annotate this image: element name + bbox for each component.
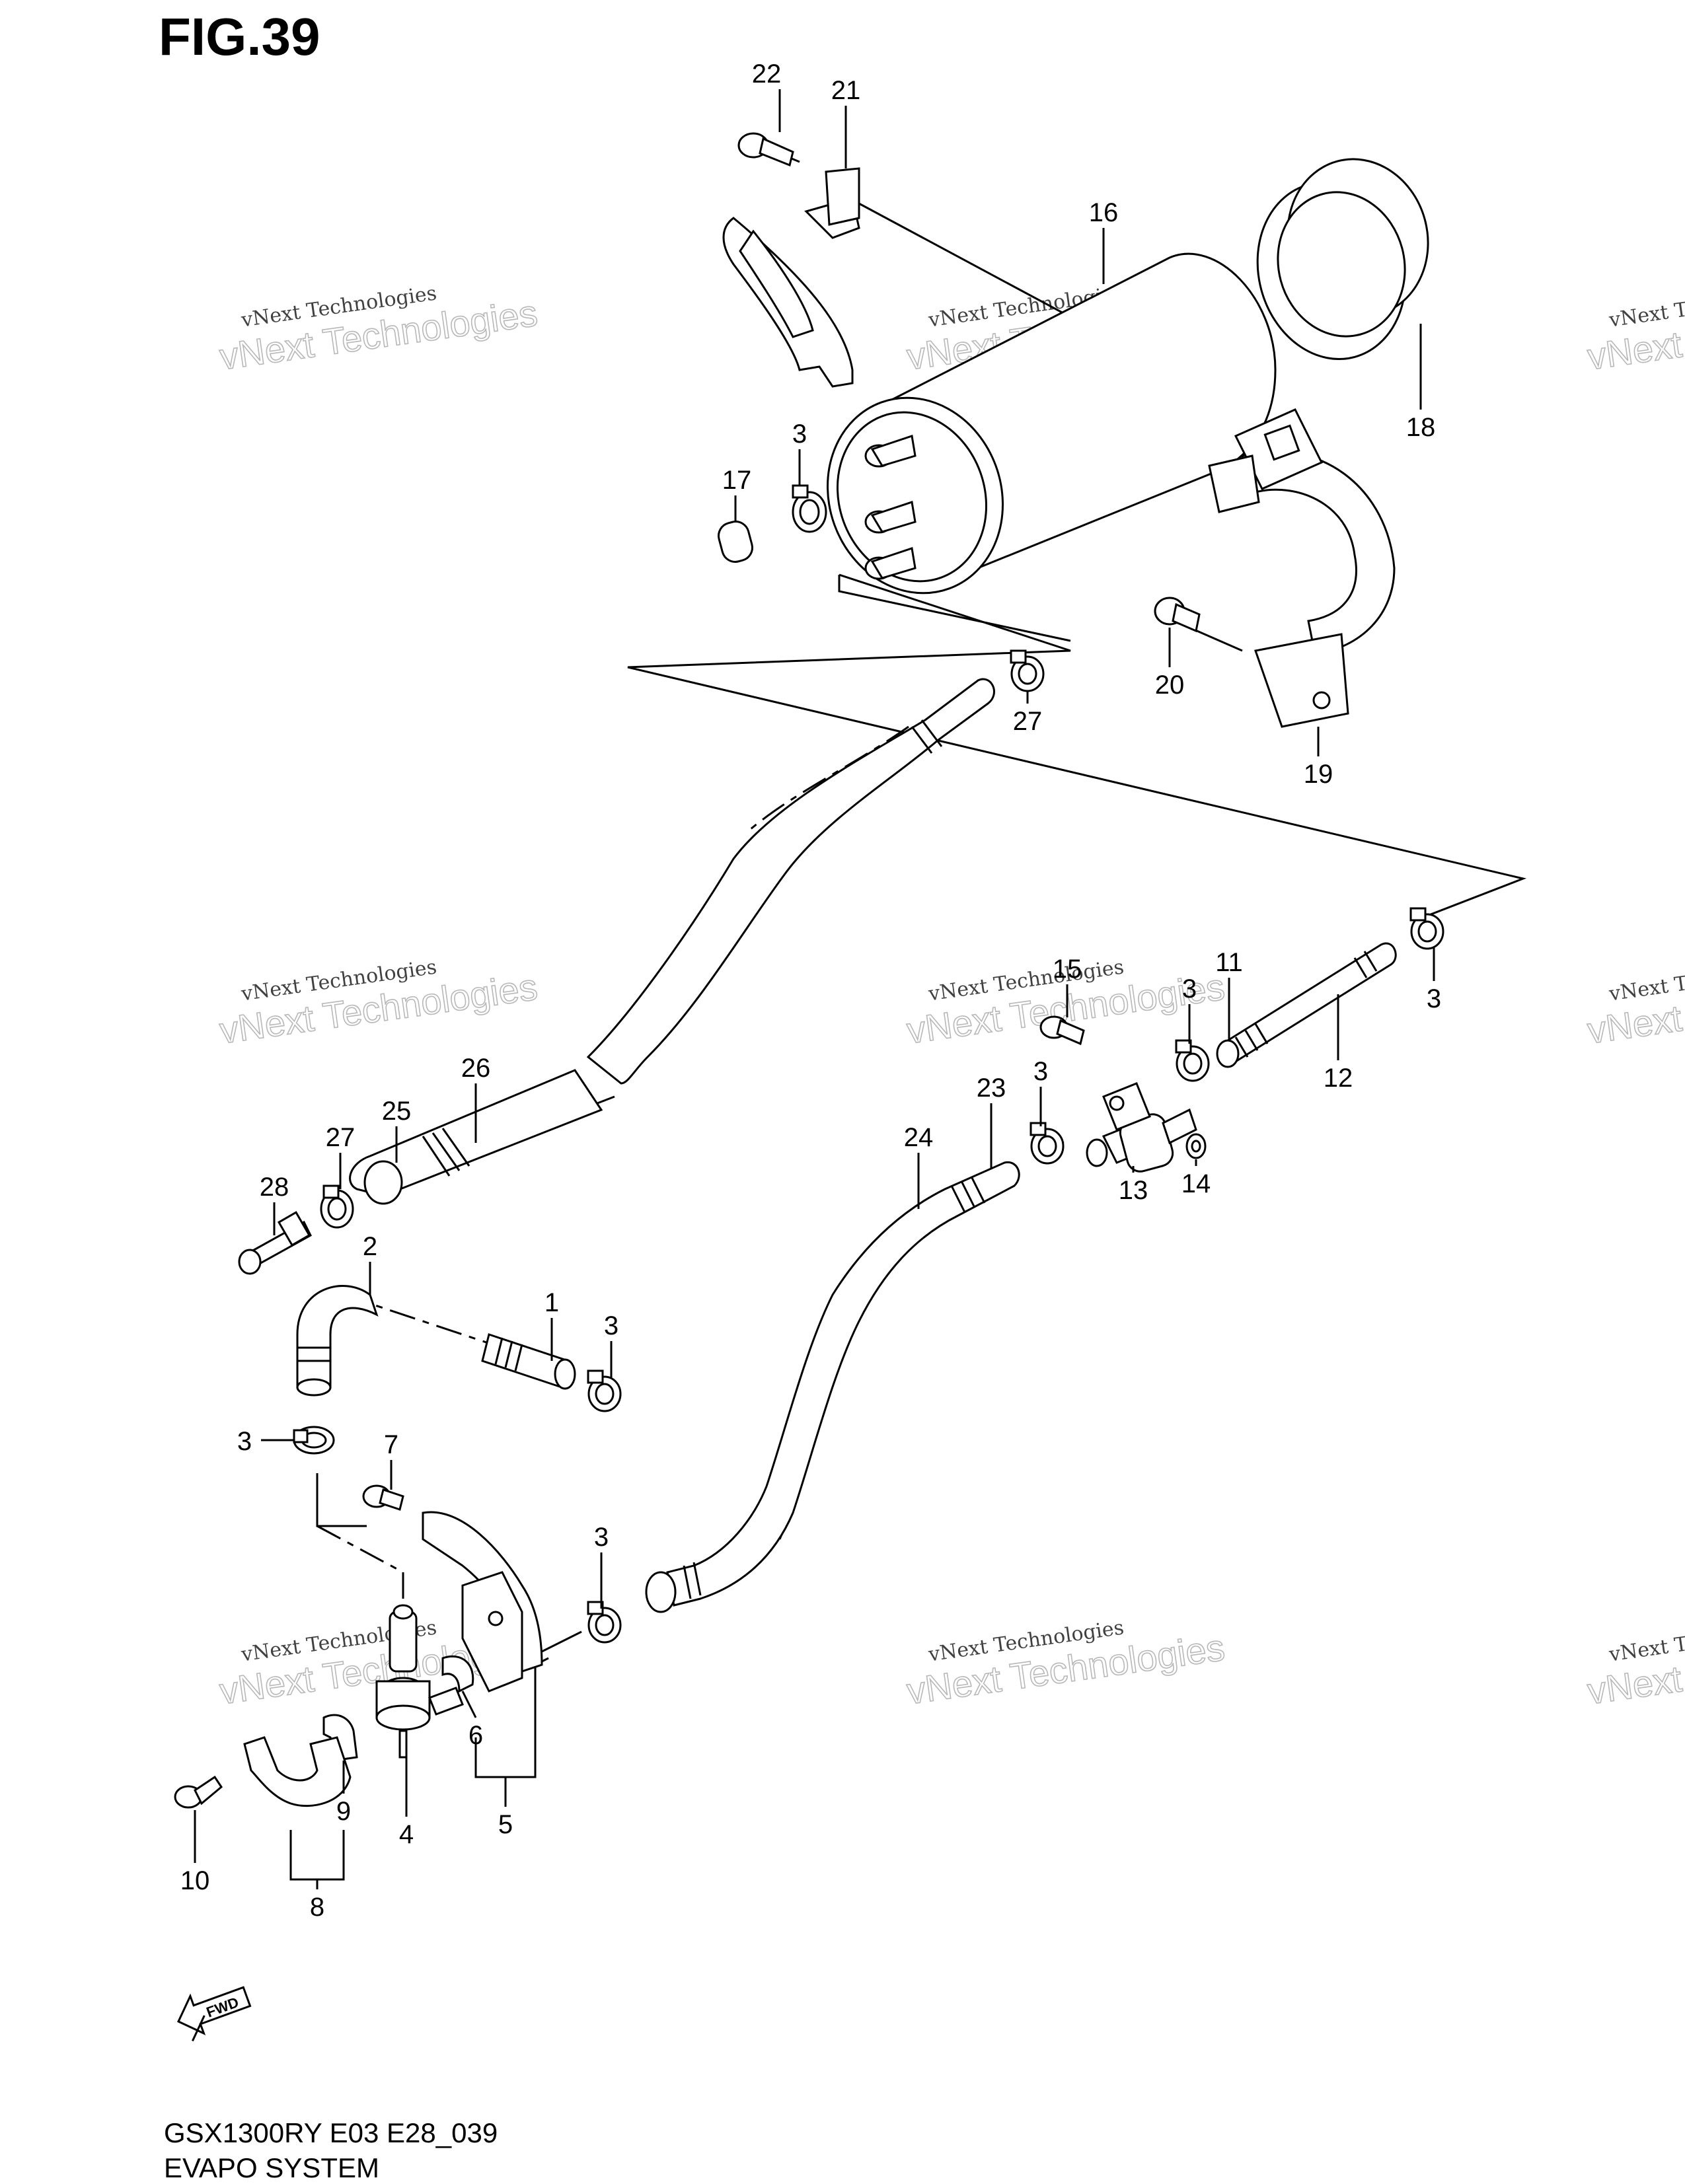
watermark: vNext Technologies vNext Technologies xyxy=(904,1616,1228,1712)
bracket-8 xyxy=(243,1736,352,1807)
callout-16: 16 xyxy=(1089,198,1119,227)
callout-3: 3 xyxy=(237,1427,252,1456)
callout-3: 3 xyxy=(792,419,807,449)
callout-13: 13 xyxy=(1119,1176,1148,1205)
lower-bracket-19 xyxy=(1208,408,1396,728)
clamp-3-canister xyxy=(792,484,827,533)
callout-10: 10 xyxy=(180,1866,210,1895)
fwd-arrow-icon: FWD xyxy=(177,1986,252,2042)
callout-3: 3 xyxy=(594,1523,609,1552)
hose-24 xyxy=(645,1161,1020,1613)
callout-3: 3 xyxy=(1033,1057,1048,1086)
pipe-12 xyxy=(1216,942,1397,1068)
clamp-3-left xyxy=(293,1426,335,1455)
clamp-27-lower xyxy=(320,1184,354,1229)
callout-14: 14 xyxy=(1181,1169,1211,1198)
valve-4 xyxy=(375,1604,464,1759)
watermark: vNext Technologies vNext Technologies xyxy=(217,281,541,378)
callout-3: 3 xyxy=(604,1311,618,1340)
callout-5: 5 xyxy=(498,1810,513,1839)
callout-27: 27 xyxy=(1013,707,1043,736)
bracket-5 xyxy=(422,1511,543,1693)
callout-1: 1 xyxy=(544,1288,559,1317)
plug-17 xyxy=(718,521,753,563)
bolt-20 xyxy=(1154,597,1201,633)
callout-19: 19 xyxy=(1304,760,1333,789)
callout-12: 12 xyxy=(1324,1064,1353,1093)
upper-bracket-21 xyxy=(722,167,860,388)
callout-7: 7 xyxy=(384,1430,398,1459)
callout-23: 23 xyxy=(977,1074,1006,1103)
section-name: EVAPO SYSTEM xyxy=(164,2152,379,2183)
callout-6: 6 xyxy=(468,1721,483,1750)
watermark: vNext Technologies vNext Technologies xyxy=(217,955,541,1052)
clamp-3-middle xyxy=(1030,1122,1065,1165)
clamp-3-pipe xyxy=(587,1369,622,1412)
hose-26 xyxy=(349,678,995,1205)
callout-27: 27 xyxy=(326,1123,356,1152)
screw-7 xyxy=(362,1484,404,1511)
callout-8: 8 xyxy=(310,1893,324,1922)
callout-20: 20 xyxy=(1155,671,1185,700)
callout-17: 17 xyxy=(722,466,752,495)
pipe-1 xyxy=(481,1333,576,1390)
figure-title: FIG.39 xyxy=(159,7,320,66)
leader-lines xyxy=(194,89,1435,1889)
callout-18: 18 xyxy=(1406,413,1436,442)
watermark: vNext Technologies vNext Technologies xyxy=(1585,955,1685,1052)
callout-25: 25 xyxy=(382,1097,412,1126)
watermark: vNext Technologies vNext Technologies xyxy=(1585,1616,1685,1712)
clamp-3-lower xyxy=(587,1601,622,1644)
clamp-3-pipe12-left xyxy=(1175,1039,1210,1082)
clamp-27-upper xyxy=(1010,649,1045,692)
cushion-18 xyxy=(1256,158,1429,360)
washer-14 xyxy=(1185,1133,1207,1159)
callout-2: 2 xyxy=(363,1232,377,1261)
clip-6 xyxy=(441,1655,474,1693)
callout-labels: 22 21 16 18 3 17 20 27 19 15 11 3 3 12 2… xyxy=(180,59,1441,1922)
callout-9: 9 xyxy=(336,1797,351,1826)
bolt-10 xyxy=(174,1775,223,1809)
valve-13 xyxy=(1086,1108,1197,1173)
callout-26: 26 xyxy=(461,1054,491,1083)
callout-4: 4 xyxy=(399,1820,414,1849)
callout-22: 22 xyxy=(752,59,782,89)
watermark: vNext Technologies vNext Technologies xyxy=(1585,281,1685,378)
screw-15 xyxy=(1039,1015,1085,1046)
callout-28: 28 xyxy=(260,1173,289,1202)
callout-24: 24 xyxy=(904,1123,934,1152)
callout-11: 11 xyxy=(1215,948,1243,977)
bracket-13-plate xyxy=(1102,1082,1151,1131)
bolt-22 xyxy=(737,132,794,167)
canister-16 xyxy=(827,252,1277,595)
clamp-3-pipe12-right xyxy=(1409,907,1444,950)
callout-3: 3 xyxy=(1182,974,1197,1003)
model-code: GSX1300RY E03 E28_039 xyxy=(164,2117,498,2148)
hose-2 xyxy=(296,1285,379,1397)
callout-21: 21 xyxy=(831,76,861,105)
callout-15: 15 xyxy=(1053,955,1082,984)
callout-3: 3 xyxy=(1427,984,1441,1013)
fitting-28 xyxy=(238,1211,312,1275)
